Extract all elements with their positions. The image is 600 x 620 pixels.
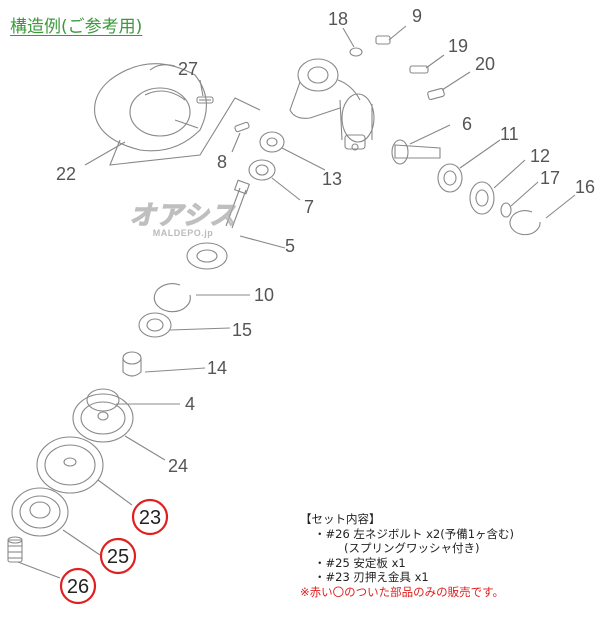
label-25: 25 bbox=[107, 546, 129, 568]
bracket-line bbox=[109, 97, 261, 166]
set-contents-box: 【セット内容】 ・#26 左ネジボルト x2(予備1ヶ含む) (スプリングワッシ… bbox=[300, 512, 514, 599]
gear-case bbox=[289, 58, 375, 151]
part-16-circlip bbox=[509, 194, 576, 236]
part-17-washer bbox=[500, 181, 539, 218]
label-27: 27 bbox=[178, 59, 198, 79]
label-12: 12 bbox=[530, 146, 550, 166]
part-22-guard bbox=[94, 63, 207, 152]
part-20-screw bbox=[427, 71, 471, 101]
part-6-pinion bbox=[391, 124, 451, 165]
part-5-shaft bbox=[225, 179, 286, 249]
label-26: 26 bbox=[67, 576, 89, 598]
label-19: 19 bbox=[448, 36, 468, 56]
part-13-bearing bbox=[259, 131, 326, 171]
part-9-screw bbox=[375, 25, 407, 45]
part-11-bearing bbox=[437, 139, 501, 193]
label-6: 6 bbox=[462, 114, 472, 134]
leader-22 bbox=[84, 141, 126, 166]
part-10-bearing bbox=[186, 242, 228, 270]
watermark-main: オアシス bbox=[129, 200, 237, 231]
sale-note: ※赤い〇のついた部品のみの販売です。 bbox=[300, 584, 504, 599]
highlight-26: 26 bbox=[59, 567, 97, 605]
part-24-washer bbox=[72, 393, 166, 461]
watermark-sub: MALDEPO.jp bbox=[152, 228, 214, 238]
part-19-screw bbox=[409, 54, 445, 74]
part-12-bearing bbox=[469, 159, 526, 215]
highlight-23: 23 bbox=[131, 498, 169, 536]
label-10: 10 bbox=[254, 285, 274, 305]
part-26-bolt bbox=[7, 536, 61, 579]
label-13: 13 bbox=[322, 169, 342, 189]
part-15-bearing bbox=[138, 312, 231, 338]
part-23-blade-holder bbox=[36, 436, 133, 506]
label-15: 15 bbox=[232, 320, 252, 340]
label-9: 9 bbox=[412, 6, 422, 26]
part-25-stabilizer bbox=[11, 487, 101, 556]
label-5: 5 bbox=[285, 236, 295, 256]
part-7-bearing bbox=[248, 159, 301, 201]
label-4: 4 bbox=[185, 394, 195, 414]
part-4-cup bbox=[86, 388, 180, 412]
label-24: 24 bbox=[168, 456, 188, 476]
set-item-23: ・#23 刃押え金具 x1 bbox=[314, 570, 429, 584]
watermark-logo: オアシス MALDEPO.jp bbox=[118, 195, 248, 238]
label-8: 8 bbox=[217, 152, 227, 172]
part-27-screw bbox=[196, 79, 214, 104]
page-title: 構造例(ご参考用) bbox=[10, 17, 143, 37]
set-item-26-note: (スプリングワッシャ付き) bbox=[344, 541, 480, 555]
part-14-collar bbox=[122, 351, 206, 377]
part-10-snapring bbox=[153, 283, 250, 313]
label-23: 23 bbox=[139, 507, 161, 529]
label-18: 18 bbox=[328, 9, 348, 29]
set-contents-heading: 【セット内容】 bbox=[300, 512, 381, 526]
label-14: 14 bbox=[207, 358, 227, 378]
part-8-screw bbox=[231, 121, 250, 153]
label-20: 20 bbox=[475, 54, 495, 74]
set-item-25: ・#25 安定板 x1 bbox=[314, 555, 406, 570]
set-item-26: ・#26 左ネジボルト x2(予備1ヶ含む) bbox=[314, 526, 514, 541]
label-16: 16 bbox=[575, 177, 595, 197]
label-11: 11 bbox=[500, 124, 519, 144]
label-17: 17 bbox=[540, 168, 560, 188]
label-22: 22 bbox=[56, 164, 76, 184]
label-7: 7 bbox=[304, 197, 314, 217]
part-18-washer bbox=[342, 27, 363, 57]
highlight-25: 25 bbox=[99, 537, 137, 575]
